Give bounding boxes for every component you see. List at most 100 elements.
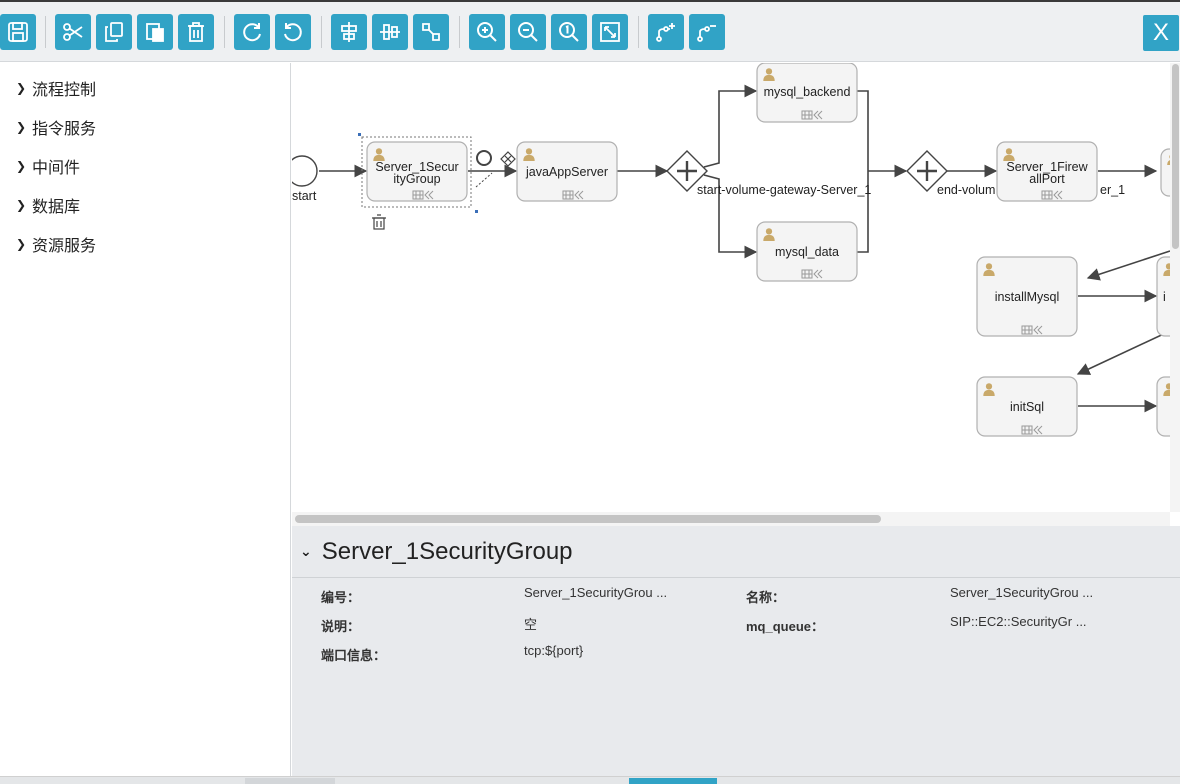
prop-value-name: Server_1SecurityGrou ... (950, 585, 1094, 600)
scissors-icon (63, 23, 83, 41)
remove-bendpoint-icon (697, 25, 716, 42)
start-event-label: start (292, 189, 317, 203)
append-event-icon[interactable] (476, 150, 492, 166)
chevron-down-icon[interactable]: ⌄ (300, 543, 312, 559)
prop-label-description: 说明： (321, 619, 361, 634)
context-pad (372, 150, 539, 230)
close-button[interactable]: X (1143, 15, 1179, 51)
flow-mysql-data-to-end-gateway[interactable] (857, 171, 869, 253)
zoom-out-button[interactable] (510, 14, 546, 50)
zoom-out-icon (518, 22, 538, 42)
top-border (0, 0, 1180, 2)
task-mysql-backend[interactable]: mysql_backend (756, 63, 858, 123)
gateway-label: end-volum (937, 183, 995, 197)
toolbar-separator (459, 16, 460, 48)
task-label: ityGroup (393, 172, 440, 186)
parallel-gateway-start[interactable]: start-volume-gateway-Server_1 (666, 150, 871, 197)
task-label: javaAppServer (525, 165, 608, 179)
flow-mysql-backend-to-end-gateway[interactable] (857, 90, 869, 171)
save-button[interactable] (0, 14, 36, 50)
sidebar-item-resource-service[interactable]: ❯ 资源服务 (16, 232, 96, 256)
diagram-canvas[interactable]: start Server_1Secur ityGroup (292, 63, 1180, 526)
gateway-label: er_1 (1100, 183, 1125, 197)
fit-screen-icon (600, 22, 620, 42)
toolbar-separator (321, 16, 322, 48)
flow-to-init-sql[interactable] (1076, 330, 1171, 375)
flow-gateway-to-mysql-backend[interactable] (703, 84, 758, 168)
zoom-actual-icon (559, 22, 579, 42)
cut-button[interactable] (55, 14, 91, 50)
task-java-app-server[interactable]: javaAppServer (516, 141, 618, 202)
resize-handle[interactable] (358, 133, 361, 136)
selection-box (361, 136, 472, 208)
task-label: allPort (1029, 172, 1065, 186)
resize-icon (422, 23, 440, 41)
undo-icon (284, 23, 302, 42)
flow-gateway-to-mysql-data[interactable] (703, 174, 758, 259)
task-mysql-data[interactable]: mysql_data (756, 221, 858, 282)
align-vertical-button[interactable] (331, 14, 367, 50)
task-label: initSql (1010, 400, 1044, 414)
prop-value-description: 空 (524, 617, 538, 632)
zoom-in-icon (477, 22, 497, 42)
add-bendpoint-icon (656, 23, 675, 42)
resize-handle[interactable] (475, 210, 478, 213)
gateway-label: start-volume-gateway-Server_1 (697, 183, 871, 197)
paste-button[interactable] (137, 14, 173, 50)
append-gateway-icon[interactable] (500, 151, 516, 167)
task-security-group[interactable]: Server_1Secur ityGroup (358, 133, 478, 213)
redo-icon (243, 23, 261, 42)
chevron-right-icon: ❯ (16, 198, 27, 212)
chevron-right-icon: ❯ (16, 237, 27, 251)
sidebar-item-label: 流程控制 (32, 82, 97, 99)
prop-label-mq-queue: mq_queue： (746, 619, 825, 634)
sidebar-item-label: 中间件 (32, 160, 81, 177)
same-size-button[interactable] (413, 14, 449, 50)
sequence-flows (319, 84, 1171, 413)
save-icon (8, 22, 28, 42)
remove-bendpoint-button[interactable] (689, 14, 725, 50)
task-firewall-port[interactable]: Server_1Firew allPort (996, 141, 1098, 202)
delete-button[interactable] (178, 14, 214, 50)
align-horizontal-button[interactable] (372, 14, 408, 50)
zoom-actual-button[interactable] (551, 14, 587, 50)
properties-panel: ⌄ Server_1SecurityGroup 编号： Server_1Secu… (292, 526, 1180, 776)
chevron-right-icon: ❯ (16, 159, 27, 173)
toolbar: X (0, 2, 1180, 62)
task-init-sql[interactable]: initSql (976, 376, 1078, 437)
vertical-scrollbar-track[interactable] (1170, 63, 1180, 512)
undo-button[interactable] (275, 14, 311, 50)
align-horizontal-icon (380, 24, 400, 40)
trash-icon[interactable] (372, 214, 386, 230)
redo-button[interactable] (234, 14, 270, 50)
start-event[interactable]: start (292, 155, 318, 203)
prop-label-id: 编号： (321, 590, 361, 605)
task-label: mysql_backend (764, 85, 851, 99)
association-icon[interactable] (475, 172, 493, 188)
horizontal-scrollbar-thumb[interactable] (295, 515, 881, 523)
zoom-fit-button[interactable] (592, 14, 628, 50)
sidebar-item-flow-control[interactable]: ❯ 流程控制 (16, 76, 96, 100)
sidebar-item-command-service[interactable]: ❯ 指令服务 (16, 115, 96, 139)
properties-title: Server_1SecurityGroup (321, 537, 573, 565)
flow-to-install-mysql[interactable] (1086, 250, 1171, 281)
task-label: Server_1Firew (1006, 160, 1088, 174)
sidebar-item-middleware[interactable]: ❯ 中间件 (16, 154, 80, 178)
prop-label-port-info: 端口信息： (321, 648, 387, 663)
parallel-gateway-end[interactable]: end-volum er_1 (906, 150, 1125, 197)
vertical-scrollbar-thumb[interactable] (1172, 64, 1179, 249)
bottom-tab[interactable] (245, 778, 335, 784)
zoom-in-button[interactable] (469, 14, 505, 50)
bottom-tab-active[interactable] (629, 778, 717, 784)
component-sidebar: ❯ 流程控制 ❯ 指令服务 ❯ 中间件 ❯ 数据库 ❯ 资源服务 (0, 63, 291, 784)
task-label: Server_1Secur (375, 160, 458, 174)
toolbar-separator (224, 16, 225, 48)
task-install-mysql[interactable]: installMysql (976, 256, 1078, 337)
copy-button[interactable] (96, 14, 132, 50)
chevron-right-icon: ❯ (16, 81, 27, 95)
sidebar-item-database[interactable]: ❯ 数据库 (16, 193, 80, 217)
toolbar-separator (638, 16, 639, 48)
add-bendpoint-button[interactable] (648, 14, 684, 50)
properties-header[interactable]: ⌄ Server_1SecurityGroup (292, 526, 1180, 578)
chevron-right-icon: ❯ (16, 120, 27, 134)
